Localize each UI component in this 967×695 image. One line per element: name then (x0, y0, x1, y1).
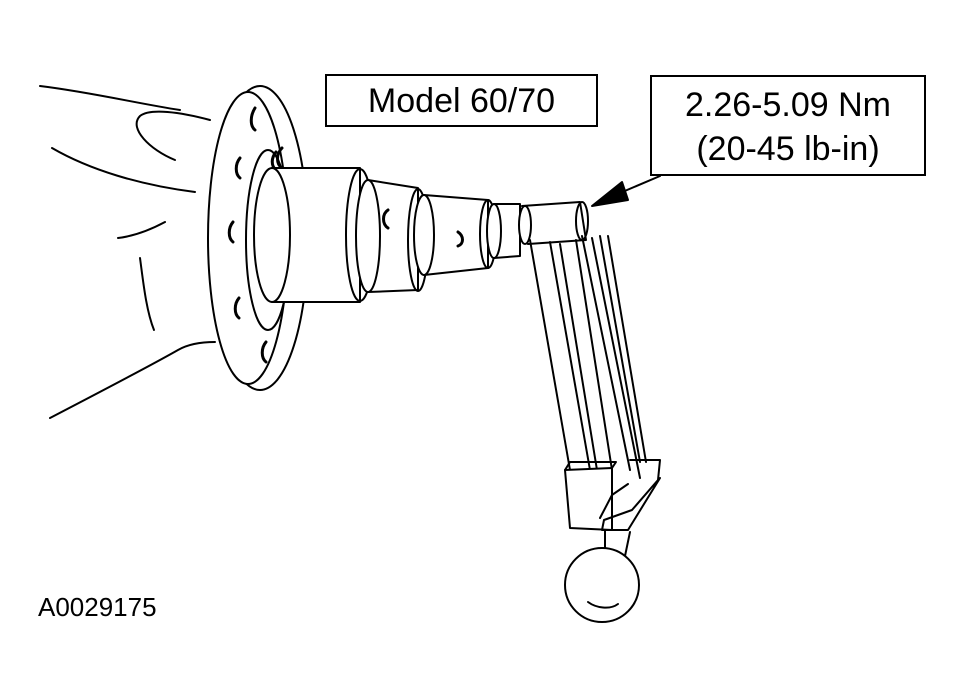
model-label: Model 60/70 (367, 82, 556, 120)
torque-imperial-label: (20-45 lb-in) (696, 130, 880, 168)
torque-metric-label: 2.26-5.09 Nm (685, 86, 891, 124)
hand-icon (39, 85, 216, 419)
figure-id: A0029175 (38, 592, 157, 622)
pointer-arrow-icon (591, 175, 661, 207)
model-label-box: Model 60/70 (325, 74, 598, 127)
axle-shaft-icon (253, 167, 589, 303)
torque-wrench-icon (529, 235, 661, 623)
torque-spec-box: 2.26-5.09 Nm (20-45 lb-in) (650, 75, 926, 176)
